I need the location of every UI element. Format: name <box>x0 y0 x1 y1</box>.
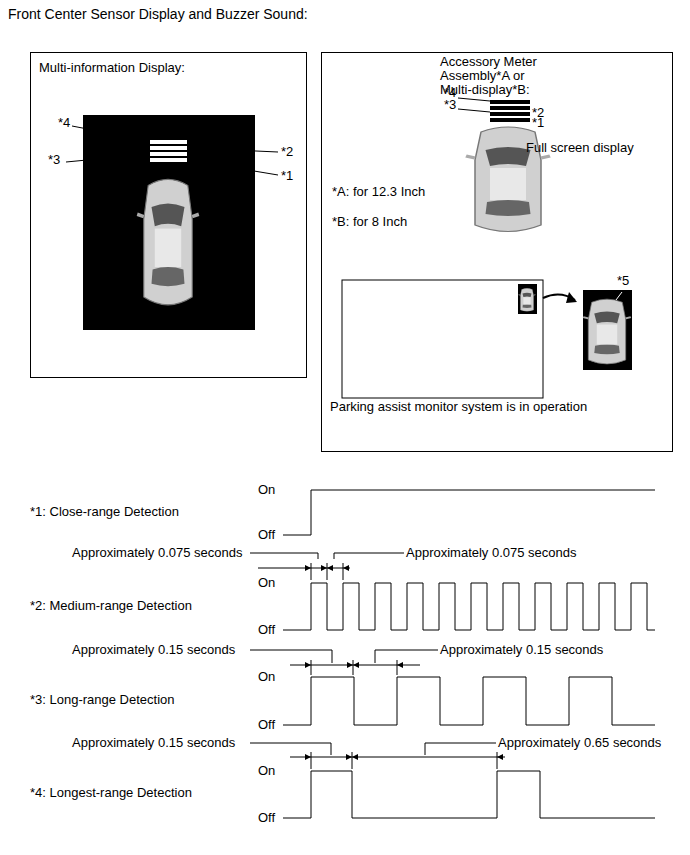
chart-label: On <box>258 670 275 684</box>
chart-label: On <box>258 483 275 497</box>
callout-number: *3 <box>48 153 60 167</box>
chart-label: Approximately 0.15 seconds <box>440 643 603 657</box>
chart-label: On <box>258 764 275 778</box>
panel-text: *A: for 12.3 Inch <box>332 185 425 199</box>
diagram-title: Front Center Sensor Display and Buzzer S… <box>8 6 308 22</box>
callout-number: *3 <box>444 98 456 112</box>
panel-text: Parking assist monitor system is in oper… <box>330 400 587 414</box>
chart-label: Approximately 0.15 seconds <box>72 643 235 657</box>
panel-text: Accessory Meter Assembly*A or Multi-disp… <box>440 55 550 97</box>
chart-label: Approximately 0.075 seconds <box>406 546 577 560</box>
callout-number: *4 <box>58 116 70 130</box>
chart-label: Approximately 0.075 seconds <box>72 546 243 560</box>
callout-number: *2 <box>281 145 293 159</box>
chart-label: *4: Longest-range Detection <box>30 786 192 800</box>
callout-number: *1 <box>532 116 544 130</box>
panel-text: *B: for 8 Inch <box>332 215 407 229</box>
panel-text: Multi-information Display: <box>39 61 185 75</box>
chart-label: Approximately 0.15 seconds <box>72 736 235 750</box>
panel-text: Full screen display <box>526 141 634 155</box>
callout-number: *1 <box>281 169 293 183</box>
chart-label: Off <box>258 528 275 542</box>
display-panel: Accessory Meter Assembly*A or Multi-disp… <box>321 52 673 452</box>
chart-label: On <box>258 576 275 590</box>
chart-label: *3: Long-range Detection <box>30 693 175 707</box>
chart-label: *1: Close-range Detection <box>30 505 179 519</box>
chart-label: Off <box>258 623 275 637</box>
callout-number: *5 <box>617 274 629 288</box>
chart-label: Off <box>258 811 275 825</box>
chart-label: *2: Medium-range Detection <box>30 599 192 613</box>
chart-label: Off <box>258 718 275 732</box>
chart-label: Approximately 0.65 seconds <box>498 736 661 750</box>
display-panel: Multi-information Display: <box>30 52 307 378</box>
